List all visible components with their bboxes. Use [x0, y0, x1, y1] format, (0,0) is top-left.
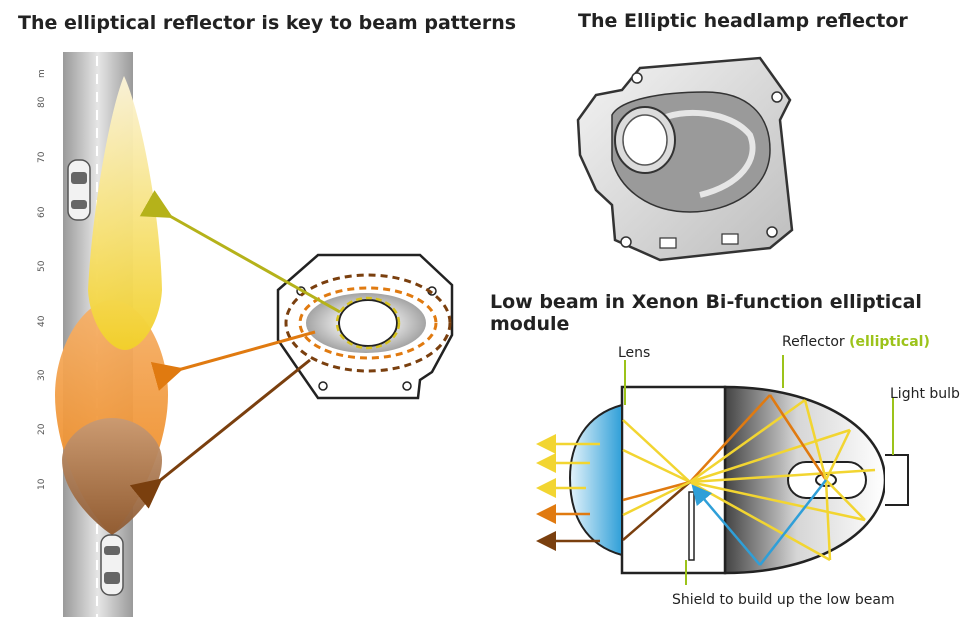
lens-label: Lens — [618, 345, 650, 361]
yellow-arrow — [139, 190, 341, 314]
tick-80: 80 — [37, 96, 47, 108]
tick-50: 50 — [37, 260, 47, 272]
bulb-hole — [338, 299, 398, 347]
xenon-module — [536, 355, 909, 585]
reflector-title: The Elliptic headlamp reflector — [578, 10, 908, 32]
light-rays — [622, 394, 876, 566]
reflector-type-label: (elliptical) — [849, 334, 930, 350]
beam-arrows — [129, 190, 341, 509]
shield-label: Shield to build up the low beam — [672, 592, 895, 608]
brown-arrow — [129, 358, 311, 509]
brown-zone — [284, 273, 452, 373]
tick-70: 70 — [37, 151, 47, 163]
orange-zone — [298, 286, 438, 360]
tick-40: 40 — [37, 315, 47, 327]
light-bulb-label: Light bulb — [890, 386, 960, 402]
outgoing-beams — [536, 434, 600, 551]
tick-30: 30 — [37, 369, 47, 381]
car-top — [67, 159, 91, 221]
car-bottom — [100, 534, 124, 596]
reflector-label-text: Reflector — [782, 334, 849, 350]
distance-scale: m 80 70 60 50 40 30 20 10 — [37, 69, 47, 490]
orange-arrow — [150, 330, 316, 391]
yellow-zone — [335, 296, 401, 350]
reflector-schematic — [276, 253, 454, 400]
tick-20: 20 — [37, 423, 47, 435]
distance-unit: m — [37, 69, 47, 78]
headlamp-reflector-illustration — [576, 56, 794, 262]
reflector-label: Reflector (elliptical) — [782, 334, 930, 350]
tick-10: 10 — [37, 478, 47, 490]
tick-60: 60 — [37, 206, 47, 218]
module-title: Low beam in Xenon Bi-function elliptical… — [490, 291, 922, 335]
lens — [568, 403, 623, 557]
yellow-beam — [88, 76, 162, 350]
left-title: The elliptical reflector is key to beam … — [18, 12, 517, 34]
shield — [688, 491, 695, 561]
